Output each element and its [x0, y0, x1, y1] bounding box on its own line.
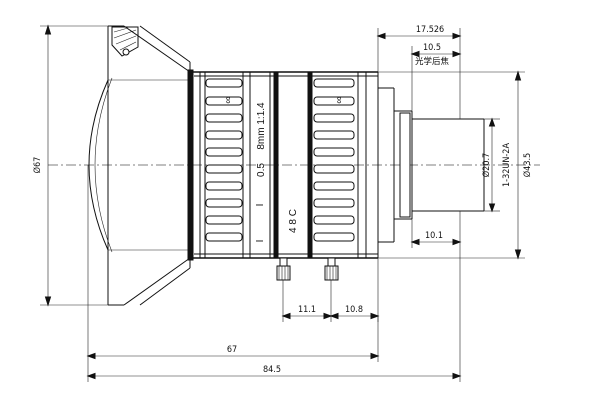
dim-back-focal: 10.5 光学后焦: [410, 43, 462, 111]
dim-body-length: 67: [86, 165, 380, 382]
focus-ring-grip: [205, 78, 243, 242]
label-screw-spacing-1: 11.1: [298, 305, 316, 315]
dim-mount-depth: 10.1: [410, 211, 462, 248]
label-overall-length: 84.5: [263, 365, 281, 375]
index-mark-lower: I: [255, 240, 266, 243]
dim-flange-distance: 17.526: [376, 25, 462, 119]
label-screw-spacing-2: 10.8: [345, 305, 363, 315]
dim-screw-spacing: 11.1 10.8: [281, 258, 380, 322]
dim-body-diameter: Ø43.5: [378, 70, 533, 260]
iris-ring-grip: [313, 78, 355, 242]
c-mount-thread: [394, 110, 485, 220]
dim-overall-length: 84.5: [86, 248, 462, 382]
dim-front-diameter: Ø67: [32, 24, 108, 307]
label-flange-distance: 17.526: [416, 25, 444, 35]
focus-scale-far-2: ∞: [334, 96, 345, 103]
index-mark-upper: I: [255, 204, 266, 207]
label-thread-spec: 1-32UN-2A: [502, 143, 512, 187]
focus-scale-far: ∞: [223, 96, 234, 103]
iris-scale-marking: 4 8 C: [288, 209, 299, 233]
label-mount-depth: 10.1: [425, 231, 443, 241]
label-back-focal: 10.5: [423, 43, 441, 53]
focal-length-marking: 8mm 1:1.4: [256, 102, 267, 150]
dim-mount-diameter: Ø20.7 1-32UN-2A: [481, 117, 512, 213]
lens-front-hood: [88, 25, 191, 306]
focus-scale-near: 0.5: [256, 163, 267, 177]
focus-lock-screw: [276, 257, 291, 281]
label-body-diameter: Ø43.5: [522, 153, 533, 177]
label-front-diameter: Ø67: [32, 157, 43, 174]
label-mount-diameter: Ø20.7: [481, 153, 492, 177]
lens-barrel: [187, 69, 395, 261]
label-back-focal-caption: 光学后焦: [415, 56, 450, 67]
label-body-length: 67: [227, 345, 237, 355]
iris-lock-screw: [324, 257, 339, 281]
